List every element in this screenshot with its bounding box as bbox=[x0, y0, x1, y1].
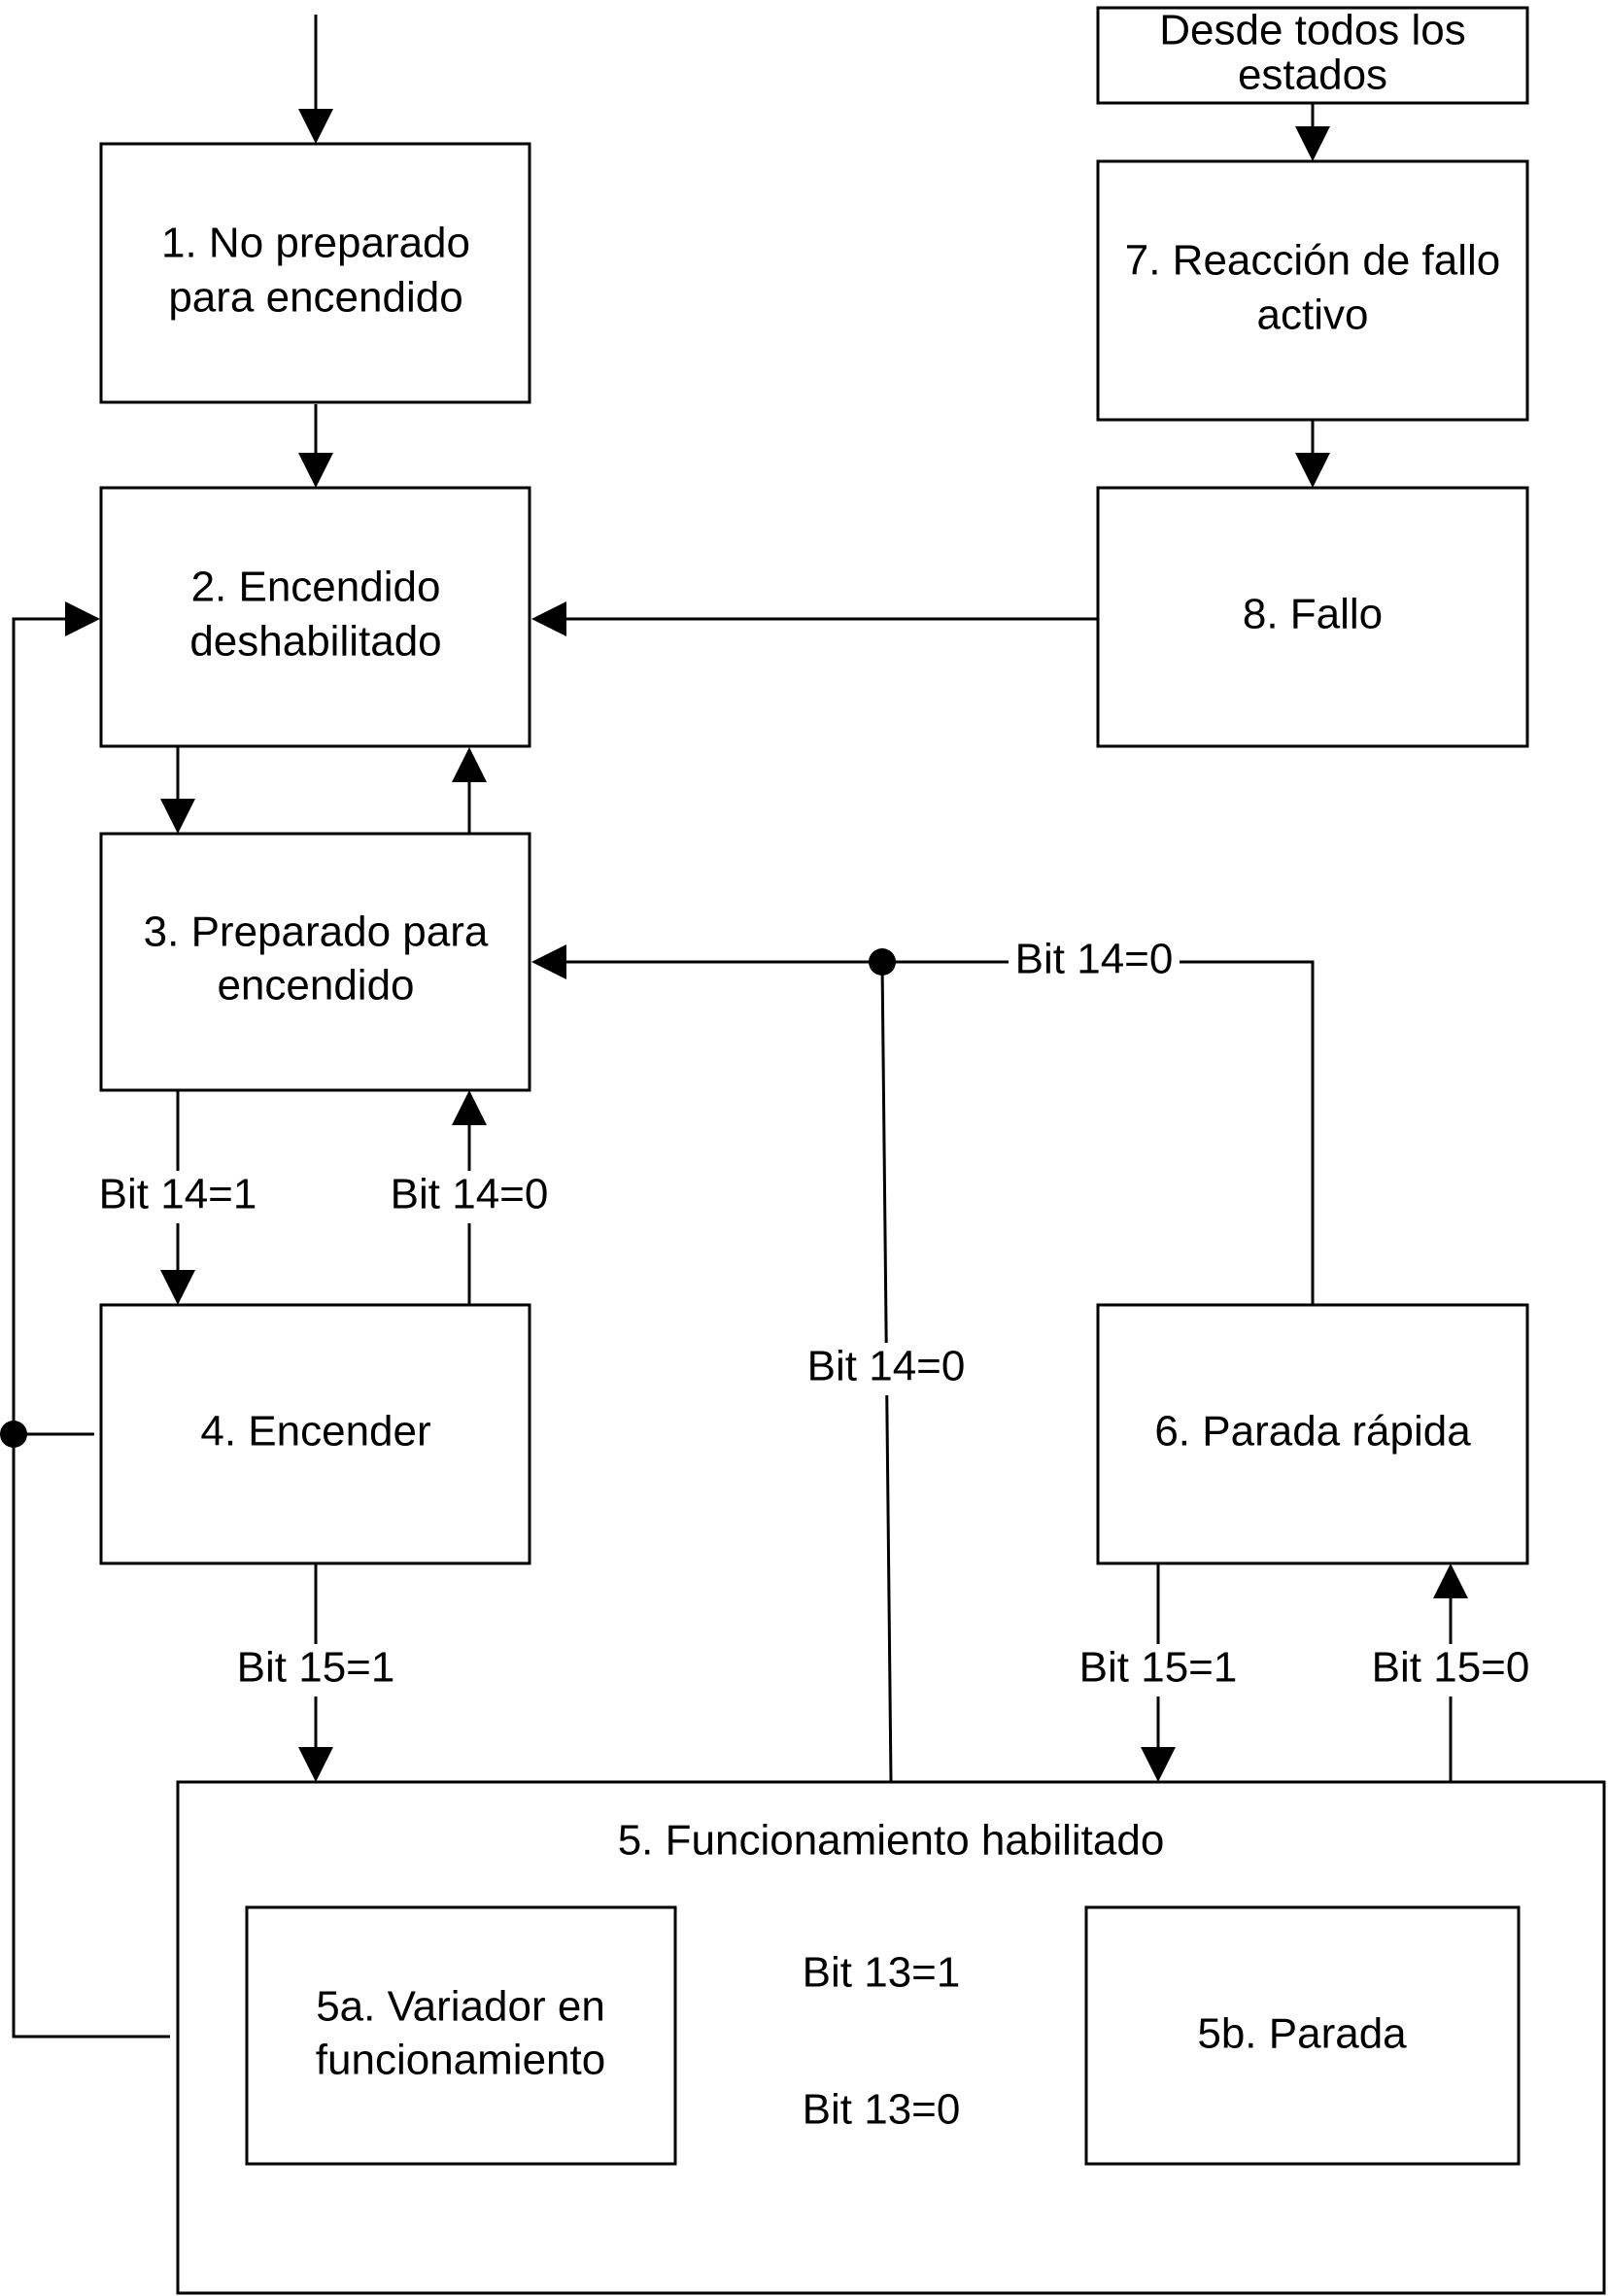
state-5b-label: 5b. Parada bbox=[1197, 2010, 1407, 2058]
state-7-box: 7. Reacción de fallo activo bbox=[1096, 159, 1529, 422]
state-3-label-line2: encendido bbox=[217, 962, 414, 1010]
all-states-label-line2: estados bbox=[1238, 51, 1387, 99]
arrowhead-7-to-8 bbox=[1295, 453, 1330, 488]
line-6-to-3 bbox=[564, 960, 1315, 1305]
state-3-label-line1: 3. Preparado para bbox=[144, 908, 489, 956]
state-5a-box: 5a. Variador en funcionamiento bbox=[245, 1905, 677, 2166]
transition-label-4-to-5: Bit 15=1 bbox=[230, 1644, 401, 1696]
transition-label-6-to-5: Bit 15=1 bbox=[1073, 1644, 1244, 1696]
state-5-label: 5. Funcionamiento habilitado bbox=[618, 1817, 1165, 1865]
arrowhead-2-to-3 bbox=[160, 799, 195, 834]
transition-label-3-to-4: Bit 14=1 bbox=[92, 1171, 263, 1223]
state-2-box: 2. Encendido deshabilitado bbox=[99, 486, 531, 748]
arrowhead-8-to-2 bbox=[531, 601, 566, 636]
arrowhead-all-to-7 bbox=[1295, 126, 1330, 161]
state-8-label: 8. Fallo bbox=[1243, 591, 1383, 638]
all-states-label-line1: Desde todos los bbox=[1159, 7, 1466, 54]
state-3-box: 3. Preparado para encendido bbox=[99, 832, 531, 1092]
state-7-label-line1: 7. Reacción de fallo bbox=[1125, 237, 1500, 285]
arrowhead-3-to-4 bbox=[160, 1270, 195, 1305]
state-1-box: 1. No preparado para encendido bbox=[99, 142, 531, 404]
state-6-label: 6. Parada rápida bbox=[1154, 1408, 1471, 1456]
state-5a-label-line1: 5a. Variador en bbox=[316, 1983, 605, 2031]
state-8-box: 8. Fallo bbox=[1096, 486, 1529, 748]
arrowhead-to-2 bbox=[65, 601, 100, 636]
state-5b-box: 5b. Parada bbox=[1084, 1905, 1521, 2166]
svg-text:Bit 13=0: Bit 13=0 bbox=[803, 2086, 961, 2134]
svg-text:Bit 15=1: Bit 15=1 bbox=[1079, 1644, 1238, 1692]
svg-text:Bit 14=0: Bit 14=0 bbox=[807, 1343, 966, 1390]
svg-text:Bit 15=0: Bit 15=0 bbox=[1372, 1644, 1530, 1692]
all-states-box: Desde todos los estados bbox=[1096, 6, 1529, 105]
svg-text:Bit 14=0: Bit 14=0 bbox=[391, 1171, 549, 1218]
transition-label-5-to-3: Bit 14=0 bbox=[801, 1343, 972, 1395]
transition-label-6-to-3: Bit 14=0 bbox=[1009, 936, 1180, 988]
state-2-label-line1: 2. Encendido bbox=[191, 564, 441, 611]
svg-text:Bit 14=1: Bit 14=1 bbox=[99, 1171, 257, 1218]
arrowhead-4-to-3 bbox=[452, 1090, 487, 1125]
state-4-box: 4. Encender bbox=[99, 1303, 531, 1565]
arrowhead-1-to-2 bbox=[298, 453, 333, 488]
transition-label-4-to-3: Bit 14=0 bbox=[384, 1171, 555, 1223]
state-7-label-line2: activo bbox=[1257, 291, 1369, 339]
entry-arrowhead bbox=[298, 109, 333, 144]
transition-label-5b-to-5a: Bit 13=0 bbox=[795, 2086, 968, 2139]
transition-label-5-to-6: Bit 15=0 bbox=[1365, 1644, 1536, 1696]
svg-text:Bit 13=1: Bit 13=1 bbox=[803, 1949, 961, 1997]
junction-dot-3 bbox=[869, 948, 896, 976]
state-1-label-line1: 1. No preparado bbox=[161, 220, 470, 267]
arrowhead-6-to-5 bbox=[1141, 1747, 1176, 1782]
arrowhead-5-to-6 bbox=[1433, 1563, 1468, 1598]
svg-text:Bit 15=1: Bit 15=1 bbox=[237, 1644, 395, 1692]
arrowhead-to-3 bbox=[531, 944, 566, 979]
arrowhead-4-to-5 bbox=[298, 1747, 333, 1782]
state-4-label: 4. Encender bbox=[200, 1408, 430, 1456]
state-1-label-line2: para encendido bbox=[168, 274, 462, 322]
svg-text:Bit 14=0: Bit 14=0 bbox=[1015, 936, 1174, 983]
junction-dot-2 bbox=[0, 1421, 27, 1448]
state-2-label-line2: deshabilitado bbox=[189, 618, 441, 666]
line-5-to-2 bbox=[12, 617, 170, 2039]
state-6-box: 6. Parada rápida bbox=[1096, 1303, 1529, 1565]
state-5a-label-line2: funcionamiento bbox=[316, 2037, 605, 2084]
transition-label-5a-to-5b: Bit 13=1 bbox=[795, 1949, 968, 2002]
arrowhead-3-to-2 bbox=[452, 747, 487, 782]
